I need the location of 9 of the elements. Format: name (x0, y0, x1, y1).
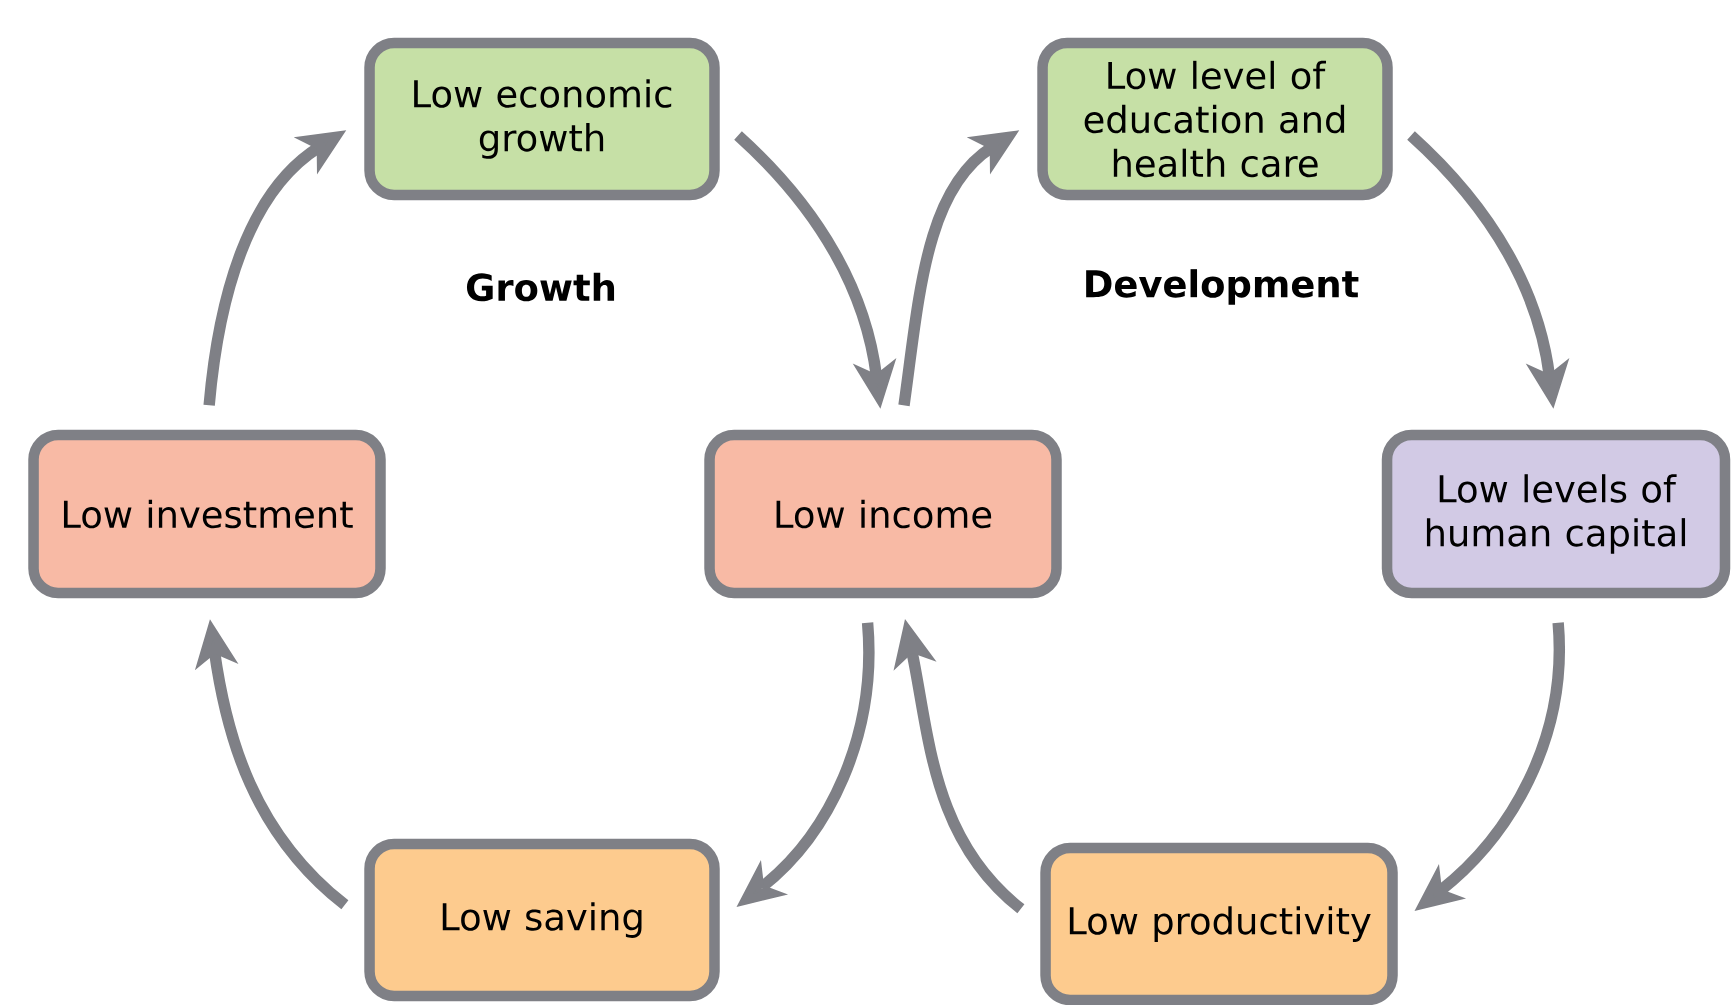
cycle-title: Growth (466, 272, 615, 302)
process-box: Low saving (364, 838, 720, 1002)
cycle-title: Development (1086, 269, 1359, 305)
process-box: Low levels of human capital (1381, 429, 1731, 599)
process-box: Low productivity (1040, 842, 1398, 1005)
process-box: Low economic growth (364, 37, 720, 201)
process-box: Low investment (28, 429, 386, 599)
process-box: Low income (704, 429, 1062, 599)
process-box: Low level of education and health care (1037, 37, 1393, 201)
